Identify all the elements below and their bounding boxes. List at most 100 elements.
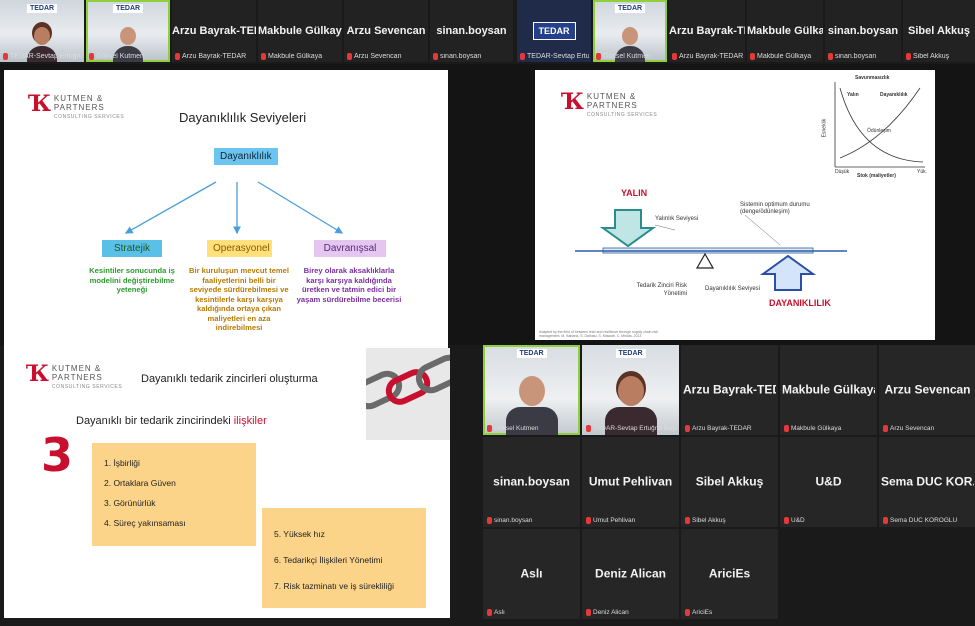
participant-name: Arzu Sevencan <box>884 382 971 397</box>
tedar-banner: TEDAR <box>615 349 646 358</box>
slide-yalin-dayaniklilik: Ҡ KUTMEN & PARTNERS CONSULTING SERVICES … <box>535 70 935 340</box>
list-item: 1. İşbirliği <box>104 458 140 468</box>
dayaniklilik-label: DAYANIKLILIK <box>769 298 831 308</box>
branch-operasyonel: Operasyonel <box>207 240 272 257</box>
mic-muted-icon <box>685 425 690 432</box>
participant-label: sinan.boysan <box>828 53 899 60</box>
participant-label-text: Göksel Kutmen <box>494 425 539 432</box>
participant-tile[interactable]: Arzu Bayrak-TEDARArzu Bayrak-TEDAR <box>669 0 745 62</box>
participant-label: TEDAR-Sevtap Ertuğrul Başaran <box>3 53 82 60</box>
x-axis-label: Stok (maliyetler) <box>857 173 896 179</box>
curve-dayaniklilik <box>839 87 921 159</box>
participant-label: Umut Pehlivan <box>586 517 677 524</box>
mic-muted-icon <box>3 53 8 60</box>
participant-label-text: Arzu Bayrak-TEDAR <box>679 53 743 60</box>
list-item: 5. Yüksek hız <box>274 529 325 539</box>
video-feed <box>113 27 143 62</box>
participant-name: Arzu Sevencan <box>346 25 426 37</box>
participant-label: Arzu Bayrak-TEDAR <box>175 53 254 60</box>
tedar-banner: TEDAR <box>26 4 58 13</box>
participant-tile[interactable]: TEDAR TEDAR-Sevtap Ertuğrul Başaran <box>0 0 84 62</box>
tedar-banner: TEDAR <box>516 349 547 358</box>
participant-label-text: sinan.boysan <box>440 53 482 60</box>
mic-muted-icon <box>175 53 180 60</box>
participant-label: Makbule Gülkaya <box>784 425 875 432</box>
slide-dayanikli-tedarik: Ҡ KUTMEN & PARTNERS CONSULTING SERVICES … <box>4 348 450 618</box>
mic-muted-icon <box>828 53 833 60</box>
chain-image <box>353 348 450 440</box>
participant-label: AriciEs <box>685 609 776 616</box>
participant-label: Sibel Akkuş <box>685 517 776 524</box>
participant-label: Göksel Kutmen <box>487 425 578 432</box>
participant-tile[interactable]: Arzu Bayrak-TED...Arzu Bayrak-TEDAR <box>681 345 778 435</box>
list-box-b: 5. Yüksek hız 6. Tedarikçi İlişkileri Yö… <box>262 508 426 608</box>
participant-label-text: AriciEs <box>692 609 713 616</box>
participant-label-text: sinan.boysan <box>835 53 877 60</box>
dayaniklilik-seviyesi-label: Dayanıklılık Seviyesi <box>705 286 761 292</box>
mic-muted-icon <box>586 517 591 524</box>
list-item: 4. Süreç yakınsaması <box>104 518 186 528</box>
arrow-to-davranissal <box>257 181 344 234</box>
participant-label-text: Makbule Gülkaya <box>268 53 323 60</box>
participant-label: Arzu Bayrak-TEDAR <box>685 425 776 432</box>
curve-odunlesim-label: Ödünleşim <box>867 128 891 134</box>
chart-title: Savunmasızlık <box>855 75 890 81</box>
participant-label: U&D <box>784 517 875 524</box>
participant-name: Arzu Bayrak-TEDAR <box>172 25 256 37</box>
kutmen-logo-2: Ҡ KUTMEN & PARTNERS CONSULTING SERVICES <box>561 91 657 118</box>
participant-label-text: TEDAR-Sevtap Ertuğrul Başaran <box>10 53 82 60</box>
participant-tile[interactable]: sinan.boysan sinan.boysan <box>430 0 513 62</box>
yalin-arrow <box>599 209 657 248</box>
tradeoff-chart <box>575 82 925 291</box>
participant-name: Aslı <box>520 566 543 581</box>
video-feed <box>505 376 558 435</box>
fulcrum <box>695 252 715 269</box>
optimum-label: Sistemin optimum durumu (denge/ödünleşim… <box>740 202 810 215</box>
participant-label: Aslı <box>487 609 578 616</box>
participant-tile[interactable]: Sema DUC KOR...Sema DUC KOROGLU <box>879 437 975 527</box>
participant-label-text: Umut Pehlivan <box>593 517 636 524</box>
tedar-banner: TEDAR <box>112 4 144 13</box>
k-logo-icon: Ҡ <box>28 91 51 117</box>
arrow-to-stratejik <box>124 181 217 234</box>
list-item: 2. Ortaklara Güven <box>104 478 176 488</box>
participant-label: Sema DUC KOROGLU <box>883 517 974 524</box>
dayaniklilik-arrow <box>759 254 817 291</box>
branch-stratejik: Stratejik <box>102 240 162 257</box>
list-box-a: 1. İşbirliği 2. Ortaklara Güven 3. Görün… <box>92 443 256 546</box>
mic-muted-icon <box>883 517 888 524</box>
desc-operasyonel: Bir kuruluşun mevcut temel faaliyetlerin… <box>189 266 290 332</box>
participant-tile[interactable]: TEDAR Göksel Kutmen <box>483 345 580 435</box>
root-node: Dayanıklılık <box>214 148 278 165</box>
participant-tile[interactable]: Arzu Bayrak-TEDAR Arzu Bayrak-TEDAR <box>172 0 256 62</box>
tedar-logo: TEDAR <box>532 22 576 40</box>
branch-davranissal: Davranışsal <box>314 240 386 257</box>
participant-name: sinan.boysan <box>436 25 507 37</box>
mic-muted-icon <box>784 517 789 524</box>
yalinlik-seviyesi-label: Yalınlık Seviyesi <box>655 216 699 222</box>
list-item: 7. Risk tazminatı ve iş sürekliliği <box>274 581 394 591</box>
participant-label-text: Makbule Gülkaya <box>757 53 812 60</box>
participant-label: Makbule Gülkaya <box>261 53 340 60</box>
y-axis-label: Esneklik <box>821 118 828 138</box>
